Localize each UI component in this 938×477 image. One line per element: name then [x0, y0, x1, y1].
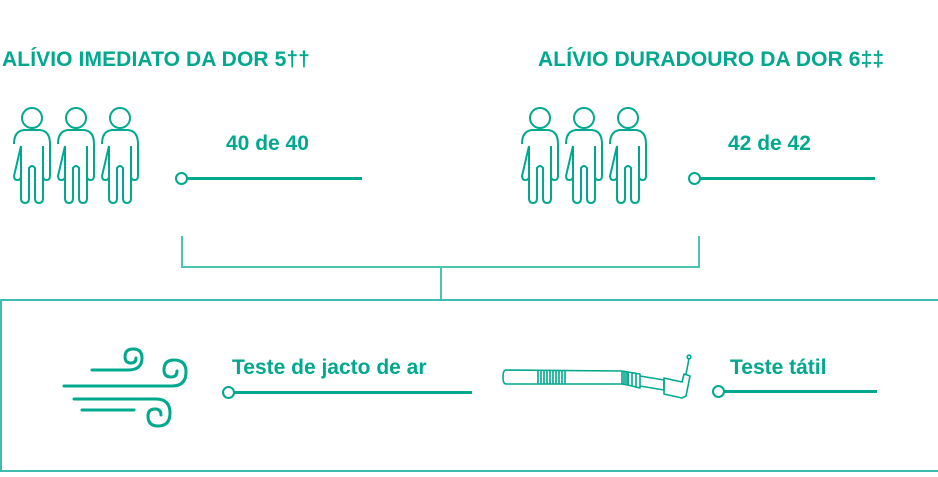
- immediate-relief-stat: 40 de 40: [226, 132, 309, 155]
- lasting-relief-stat: 42 de 42: [728, 132, 811, 155]
- tactile-test-label: Teste tátil: [730, 356, 827, 379]
- air-jet-test-label: Teste de jacto de ar: [232, 356, 427, 379]
- three-people-icon: [520, 107, 647, 205]
- test-underline: [723, 390, 877, 393]
- lasting-relief-heading: ALÍVIO DURADOURO DA DOR 6‡‡: [538, 48, 885, 71]
- dental-probe-icon: [502, 354, 692, 399]
- stat-underline: [186, 177, 362, 180]
- tests-container: [0, 299, 938, 472]
- three-people-icon: [12, 107, 139, 205]
- connector-left-vertical: [181, 236, 183, 268]
- test-underline: [233, 391, 472, 394]
- immediate-relief-heading: ALÍVIO IMEDIATO DA DOR 5††: [2, 48, 310, 71]
- connector-center-vertical: [440, 267, 442, 300]
- connector-right-vertical: [698, 236, 700, 268]
- stat-underline: [699, 177, 875, 180]
- air-jet-wind-icon: [62, 347, 188, 428]
